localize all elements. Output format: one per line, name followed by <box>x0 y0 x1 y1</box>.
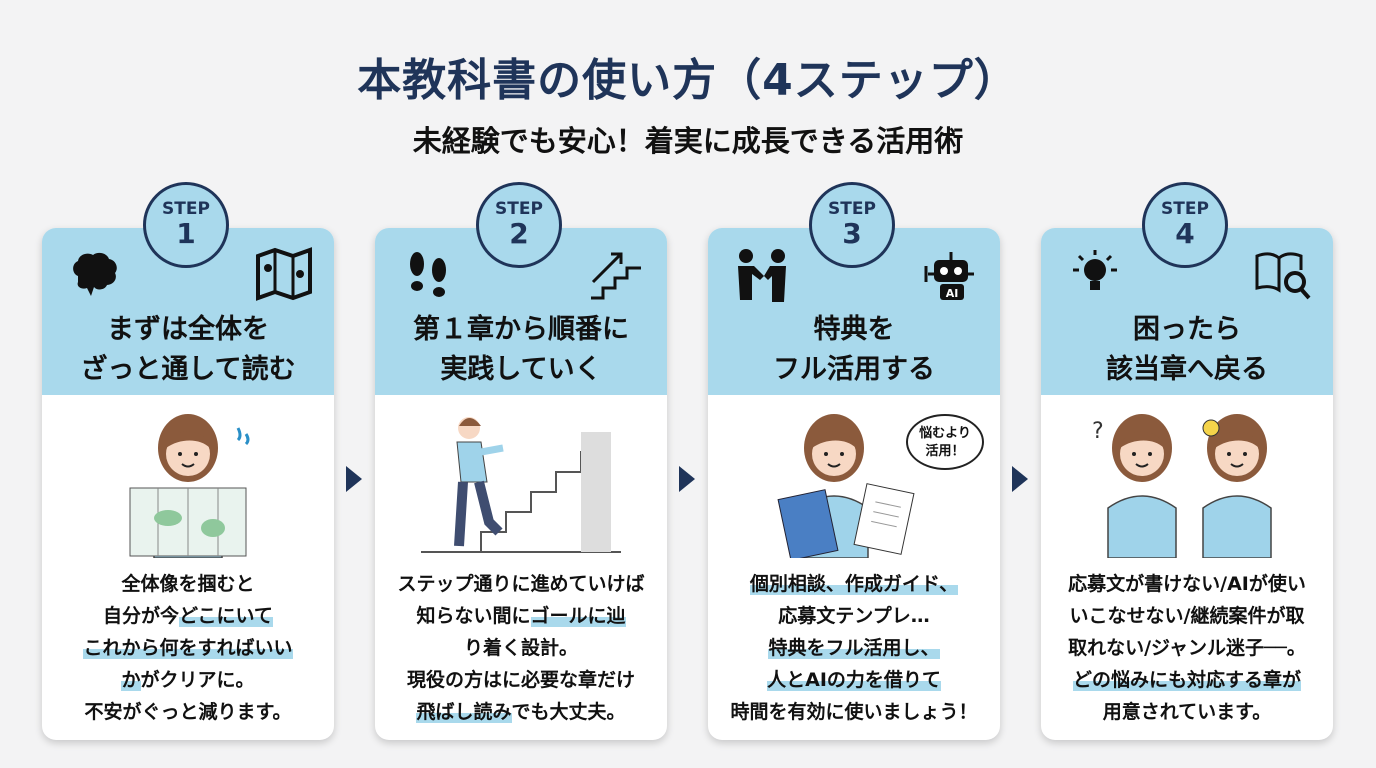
description-line: 応募文テンプレ… <box>708 600 1000 632</box>
map-icon <box>254 246 314 302</box>
book-search-icon <box>1253 246 1313 302</box>
text-segment: 現役の方はに必要な章だけ <box>406 669 635 691</box>
step-title-line: 困ったら <box>1133 314 1241 345</box>
step-number: 3 <box>842 217 862 250</box>
page-subtitle: 未経験でも安心！着実に成長できる活用術 <box>412 124 964 158</box>
step-label: STEP <box>495 199 543 219</box>
highlighted-text: これから何をすればいい <box>83 637 293 659</box>
description-line: 自分が今どこにいて <box>42 600 334 632</box>
speech-bubble-line: 活用！ <box>925 444 965 459</box>
description-line: り着く設計。 <box>375 632 667 664</box>
description-line: 個別相談、作成ガイド、 <box>708 568 1000 600</box>
step-title-line: 実践していく <box>440 354 602 385</box>
step-title: まずは全体をざっと通して読む <box>42 310 334 390</box>
description-line: 取れない/ジャンル迷子──。 <box>1041 632 1333 664</box>
description-line: 時間を有効に使いましょう！ <box>708 696 1000 728</box>
arrow-right-icon <box>346 466 362 492</box>
speech-bubble-line: 悩むより <box>919 426 971 441</box>
step-title-line: 第１章から順番に <box>413 314 629 345</box>
step-title: 特典をフル活用する <box>708 310 1000 390</box>
description-line: これから何をすればいい <box>42 632 334 664</box>
handshake-icon <box>732 246 792 302</box>
description-line: どの悩みにも対応する章が <box>1041 664 1333 696</box>
step-description: 個別相談、作成ガイド、応募文テンプレ… 特典をフル活用し、人とAIの力を借りて時間… <box>708 568 1000 728</box>
step-description: 全体像を掴むと自分が今どこにいてこれから何をすればいいかがクリアに。不安がぐっと… <box>42 568 334 728</box>
stairs-arrow-icon <box>587 246 647 302</box>
highlighted-text: どこにいて <box>179 605 273 627</box>
step-illustration <box>88 408 288 559</box>
highlighted-text: 飛ばし読み <box>416 701 512 723</box>
text-segment: 全体像を掴むと <box>121 573 255 595</box>
step-illustration <box>754 408 954 561</box>
description-line: ステップ通りに進めていけば <box>375 568 667 600</box>
step-illustration: ? <box>1087 408 1287 559</box>
highlighted-text: か <box>121 669 141 691</box>
step-number: 2 <box>509 217 529 250</box>
text-segment: 用意されています。 <box>1102 701 1272 723</box>
step-title-line: フル活用する <box>773 354 935 385</box>
text-segment: ステップ通りに進めていけば <box>397 573 645 595</box>
step-description: 応募文が書けない/AIが使いいこなせない/継続案件が取取れない/ジャンル迷子──… <box>1041 568 1333 728</box>
description-line: 現役の方はに必要な章だけ <box>375 664 667 696</box>
description-line: 全体像を掴むと <box>42 568 334 600</box>
speech-bubble: 悩むより活用！ <box>906 414 984 470</box>
footprints-icon <box>399 246 459 302</box>
description-line: 人とAIの力を借りて <box>708 664 1000 696</box>
text-segment: 時間を有効に使いましょう！ <box>730 701 978 723</box>
page-title: 本教科書の使い方（4ステップ） <box>357 55 1019 106</box>
description-line: かがクリアに。 <box>42 664 334 696</box>
highlighted-text: 人とAIの力を借りて <box>767 669 941 691</box>
text-segment: 知らない間に <box>416 605 531 627</box>
step-number: 1 <box>176 217 196 250</box>
description-line: いこなせない/継続案件が取 <box>1041 600 1333 632</box>
description-line: 用意されています。 <box>1041 696 1333 728</box>
step-number: 4 <box>1175 217 1195 250</box>
text-segment: いこなせない/継続案件が取 <box>1069 605 1305 627</box>
text-segment: 応募文テンプレ… <box>778 605 930 627</box>
step-illustration <box>421 408 621 558</box>
highlighted-text: ゴールに辿 <box>530 605 626 627</box>
highlighted-text: 特典をフル活用し、 <box>768 637 940 659</box>
description-line: 知らない間にゴールに辿 <box>375 600 667 632</box>
text-segment: 自分が今 <box>103 605 180 627</box>
svg-text:AI: AI <box>946 287 959 300</box>
svg-text:?: ? <box>1092 419 1104 444</box>
step-description: ステップ通りに進めていけば知らない間にゴールに辿り着く設計。現役の方はに必要な章… <box>375 568 667 728</box>
text-segment: でも大丈夫。 <box>511 701 626 723</box>
step-label: STEP <box>1161 199 1209 219</box>
step-title-line: まずは全体を <box>107 314 269 345</box>
text-segment: がクリアに。 <box>140 669 255 691</box>
description-line: 飛ばし読みでも大丈夫。 <box>375 696 667 728</box>
description-line: 特典をフル活用し、 <box>708 632 1000 664</box>
step-title: 第１章から順番に実践していく <box>375 310 667 390</box>
brain-icon <box>66 246 126 302</box>
description-line: 応募文が書けない/AIが使い <box>1041 568 1333 600</box>
arrow-right-icon <box>679 466 695 492</box>
text-segment: 応募文が書けない/AIが使い <box>1068 573 1306 595</box>
description-line: 不安がぐっと減ります。 <box>42 696 334 728</box>
arrow-right-icon <box>1012 466 1028 492</box>
step-label: STEP <box>162 199 210 219</box>
text-segment: 不安がぐっと減ります。 <box>84 701 292 723</box>
step-title-line: 該当章へ戻る <box>1106 354 1268 385</box>
step-title: 困ったら該当章へ戻る <box>1041 310 1333 390</box>
text-segment: り着く設計。 <box>463 637 578 659</box>
step-title-line: ざっと通して読む <box>80 354 296 385</box>
highlighted-text: どの悩みにも対応する章が <box>1072 669 1301 691</box>
highlighted-text: 個別相談、作成ガイド、 <box>749 573 959 595</box>
lightbulb-icon <box>1065 246 1125 302</box>
step-label: STEP <box>828 199 876 219</box>
text-segment: 取れない/ジャンル迷子──。 <box>1068 637 1306 659</box>
step-title-line: 特典を <box>813 314 895 345</box>
ai-robot-icon: AI <box>920 246 980 302</box>
